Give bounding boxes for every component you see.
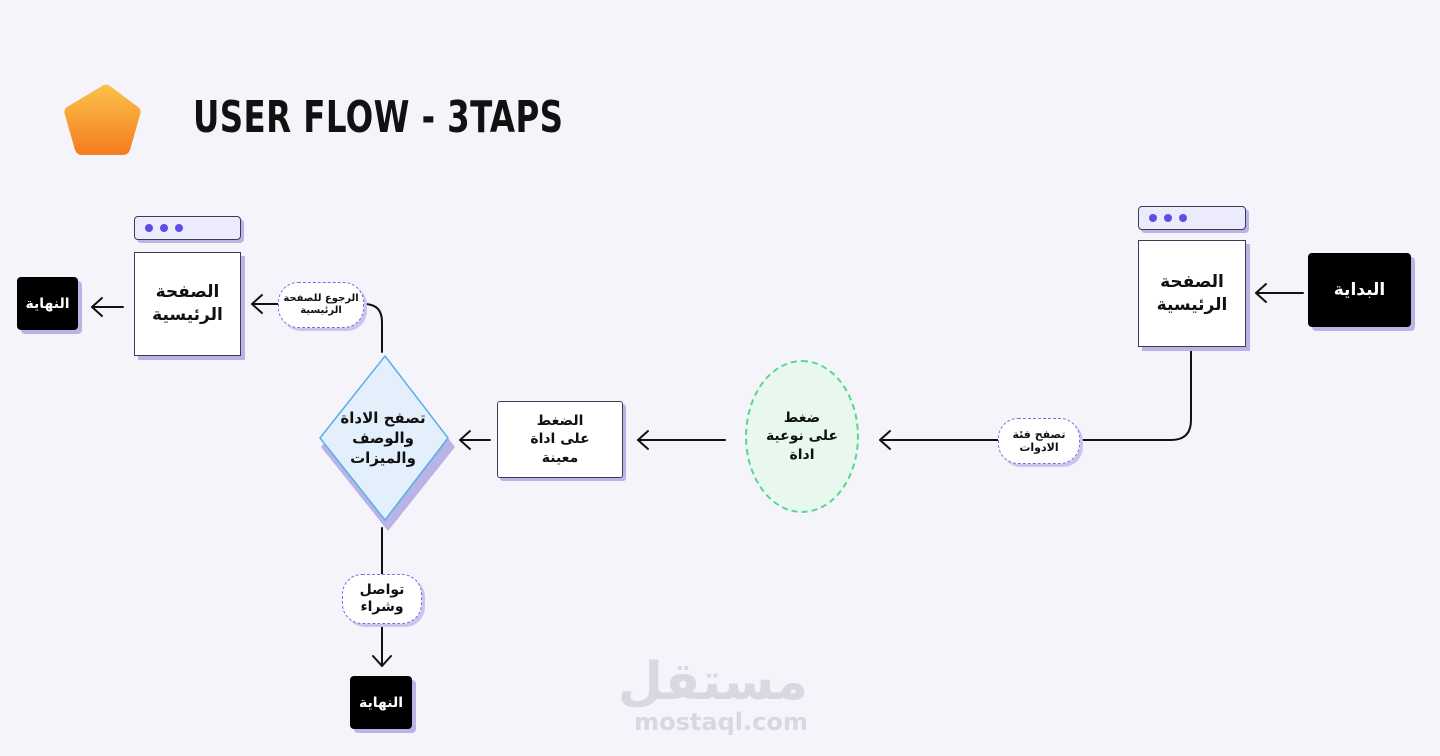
connector-home-oval [879, 347, 1192, 441]
home-window-bar [1138, 206, 1246, 230]
connector-diamond-back [363, 303, 383, 353]
browse-category-label: تصفح فئة الادوات [998, 418, 1080, 464]
home-window-bar-2 [134, 216, 241, 240]
window-dot-icon [1164, 214, 1172, 222]
window-dot-icon [175, 224, 183, 232]
browse-tool-node: تصفح الاداة والوصف والميزات [340, 408, 426, 468]
pentagon-icon [64, 84, 141, 155]
contact-buy-label: تواصل وشراء [342, 574, 422, 624]
watermark-logo: مستقل [617, 652, 808, 712]
decision-diamond [319, 355, 455, 531]
window-dot-icon [1179, 214, 1187, 222]
end-node-1: النهاية [17, 277, 78, 330]
back-to-home-label: الرجوع للصفحة الرئيسية [278, 282, 364, 328]
home-page-node: الصفحة الرئيسية [1138, 240, 1246, 347]
page-title: USER FLOW - 3TAPS [193, 92, 564, 143]
end-node-2: النهاية [350, 676, 412, 729]
window-dot-icon [160, 224, 168, 232]
window-dot-icon [145, 224, 153, 232]
tap-tool-type-node: ضغط على نوعية اداة [745, 360, 859, 513]
home-page-node-2: الصفحة الرئيسية [134, 252, 241, 356]
start-node: البداية [1308, 253, 1411, 327]
tap-specific-tool-node: الضغط على اداة معينة [497, 401, 623, 478]
window-dot-icon [1149, 214, 1157, 222]
watermark-url: mostaql.com [634, 708, 808, 736]
